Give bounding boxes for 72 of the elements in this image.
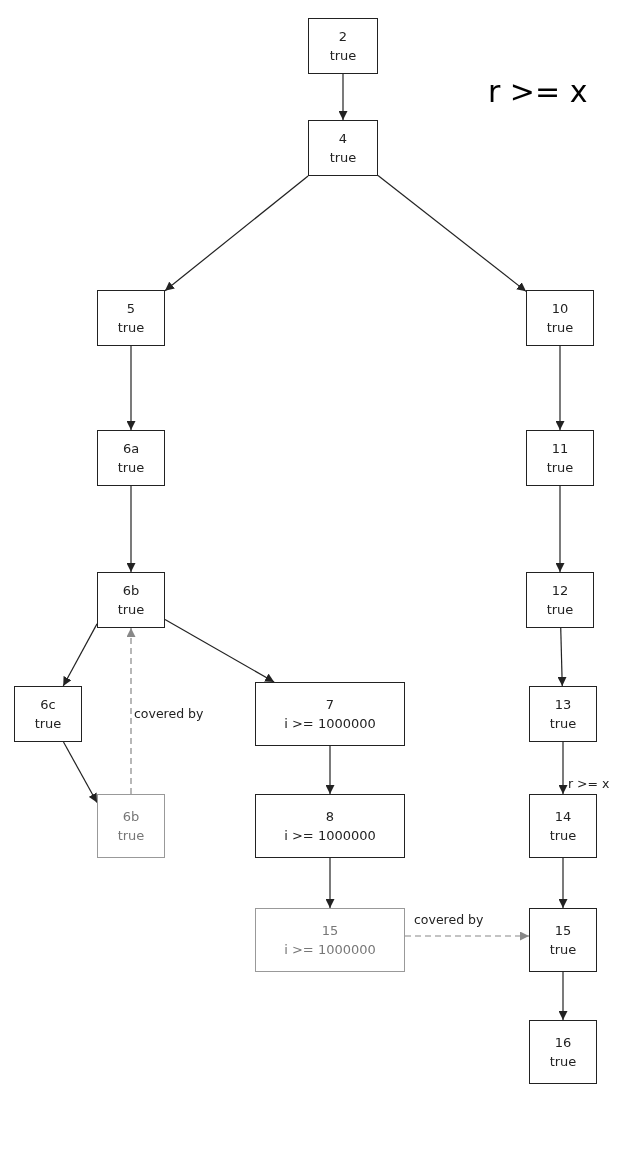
node-number: 10 [551,300,569,318]
state-box [14,686,82,742]
state-box [255,908,405,972]
node-number: 6b [122,808,140,826]
node-condition: true [117,601,145,619]
arrow [325,857,335,909]
node-condition: i >= 1000000 [284,715,376,733]
node-number: 7 [325,696,335,714]
node-condition: true [117,459,145,477]
node-condition: true [329,47,357,65]
arrow [558,971,568,1021]
state-box [97,794,165,858]
state-box [529,686,597,742]
arrow [126,485,136,573]
edge-label: covered by [414,912,484,927]
node-condition: true [34,715,62,733]
node-number: 12 [551,582,569,600]
arrow [377,174,527,292]
node-condition: true [549,715,577,733]
state-box [308,18,378,74]
state-box [97,572,165,628]
arrow [164,175,309,292]
state-box [529,908,597,972]
node-number: 4 [338,130,348,148]
node-number: 5 [126,300,136,318]
dashed-arrow [126,627,136,795]
arrow [558,857,568,909]
arrow [338,73,348,121]
node-condition: true [549,827,577,845]
edge-label: covered by [134,706,204,721]
arrow [555,485,565,573]
node-condition: true [546,319,574,337]
dashed-arrow [404,931,530,941]
node-condition: true [546,601,574,619]
arrow [164,618,275,683]
node-number: 6b [122,582,140,600]
node-number: 8 [325,808,335,826]
node-number: 14 [554,808,572,826]
node-number: 16 [554,1034,572,1052]
node-number: 15 [321,922,339,940]
node-condition: true [546,459,574,477]
arrow [62,623,98,687]
node-number: 2 [338,28,348,46]
arrow [325,745,335,795]
node-number: 6a [122,440,140,458]
arrow [557,627,567,687]
condition-label: r >= x [488,74,588,109]
state-box [529,1020,597,1084]
node-condition: i >= 1000000 [284,827,376,845]
arrow [558,741,568,795]
node-condition: true [117,827,145,845]
node-condition: true [329,149,357,167]
node-number: 15 [554,922,572,940]
state-box [529,794,597,858]
state-box [255,794,405,858]
state-box [308,120,378,176]
node-number: 11 [551,440,569,458]
arrow [126,345,136,431]
node-condition: true [117,319,145,337]
node-number: 13 [554,696,572,714]
state-box [97,290,165,346]
arrow [555,345,565,431]
state-box [526,572,594,628]
node-condition: true [549,941,577,959]
node-number: 6c [40,696,56,714]
arrow [62,741,98,804]
state-box [97,430,165,486]
state-box [526,430,594,486]
node-condition: i >= 1000000 [284,941,376,959]
state-box [255,682,405,746]
node-condition: true [549,1053,577,1071]
state-box [526,290,594,346]
